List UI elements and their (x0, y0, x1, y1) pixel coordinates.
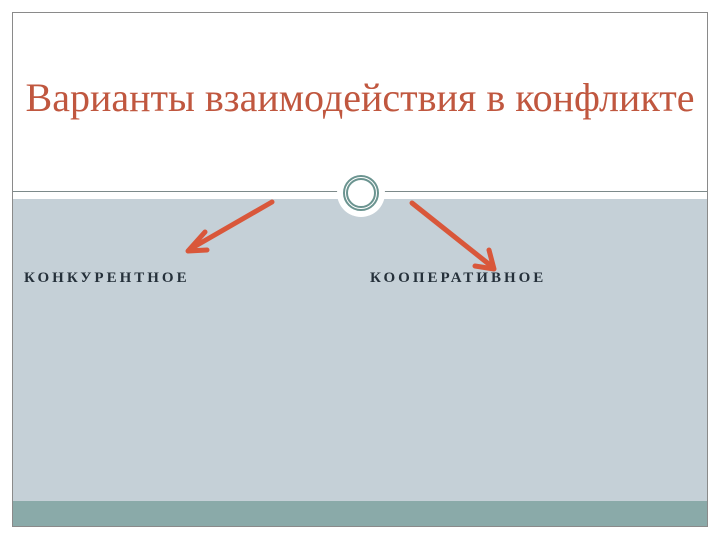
arrow-right-icon (409, 200, 497, 272)
footer-band (13, 501, 707, 526)
branch-label-competitive: КОНКУРЕНТНОЕ (24, 270, 190, 286)
arrow-left-icon (185, 199, 275, 254)
circle-emblem-icon (337, 169, 385, 217)
emblem-ring (343, 175, 379, 211)
branch-label-cooperative: КООПЕРАТИВНОЕ (370, 270, 547, 286)
slide-body (13, 199, 707, 501)
slide-header: Варианты взаимодействия в конфликте (13, 13, 707, 191)
slide: Варианты взаимодействия в конфликте (12, 12, 708, 527)
slide-title: Варианты взаимодействия в конфликте (25, 75, 695, 120)
